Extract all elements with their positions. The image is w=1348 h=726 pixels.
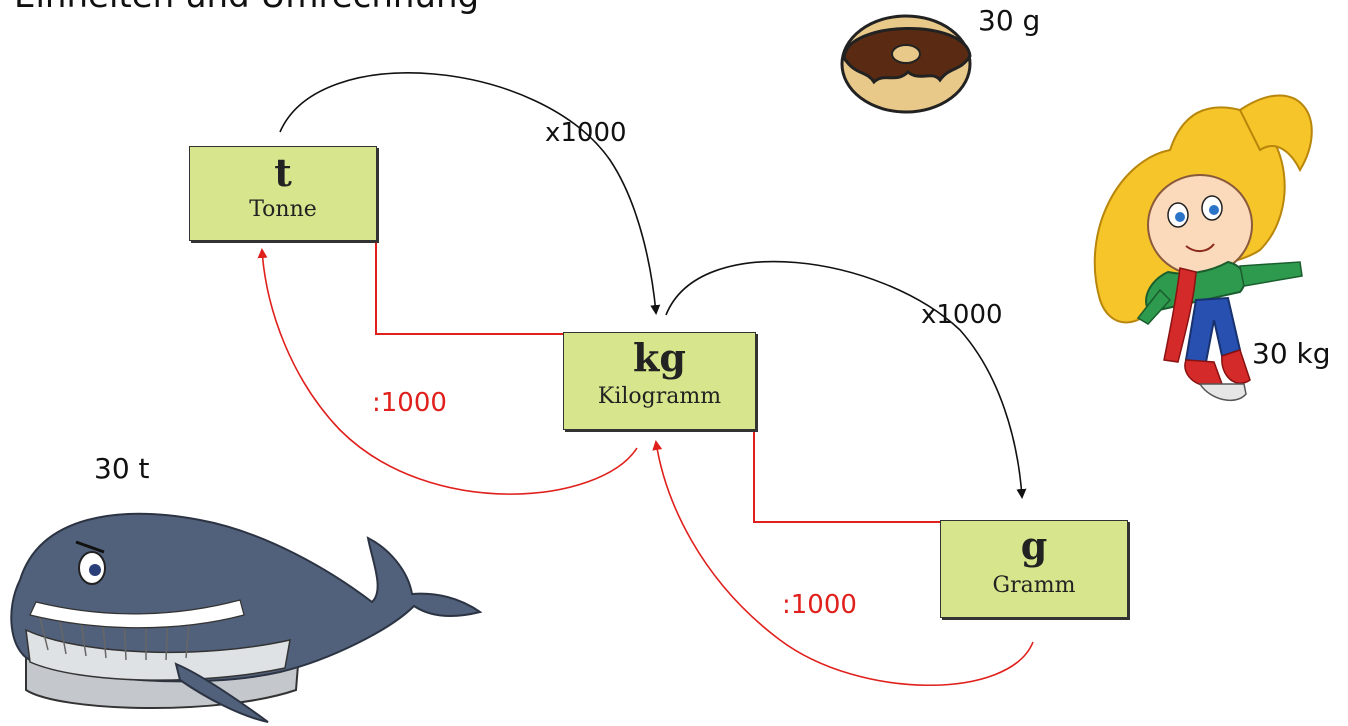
unit-symbol-kilogram: kg <box>633 335 686 380</box>
label-t-to-kg: x1000 <box>545 118 627 148</box>
example-donut-weight: 30 g <box>978 4 1041 37</box>
girl-icon <box>1093 94 1313 402</box>
label-g-to-kg: :1000 <box>782 590 857 620</box>
unit-box-tonne: t Tonne <box>189 146 377 241</box>
example-girl-weight: 30 kg <box>1252 337 1331 370</box>
page-title: Einheiten und Umrechnung <box>14 0 479 16</box>
arrow-g-to-kg <box>652 440 1034 687</box>
label-kg-to-g: x1000 <box>921 300 1003 330</box>
arrow-kg-to-g <box>665 260 1027 499</box>
arrow-t-to-kg <box>279 72 661 315</box>
unit-box-gram: g Gramm <box>940 520 1128 618</box>
stair-line-kg-g <box>566 429 942 523</box>
unit-symbol-gram: g <box>1020 523 1048 568</box>
whale-icon <box>10 512 483 723</box>
unit-name-gram: Gramm <box>992 573 1076 598</box>
unit-name-tonne: Tonne <box>249 197 317 222</box>
donut-icon <box>840 14 972 114</box>
label-kg-to-t: :1000 <box>372 388 447 418</box>
unit-box-kilogram: kg Kilogramm <box>563 332 756 430</box>
unit-name-kilogram: Kilogramm <box>597 384 722 409</box>
unit-symbol-tonne: t <box>274 150 292 195</box>
arrow-kg-to-t <box>257 248 638 495</box>
example-whale-weight: 30 t <box>94 452 150 485</box>
stair-line-t-kg <box>190 239 565 335</box>
